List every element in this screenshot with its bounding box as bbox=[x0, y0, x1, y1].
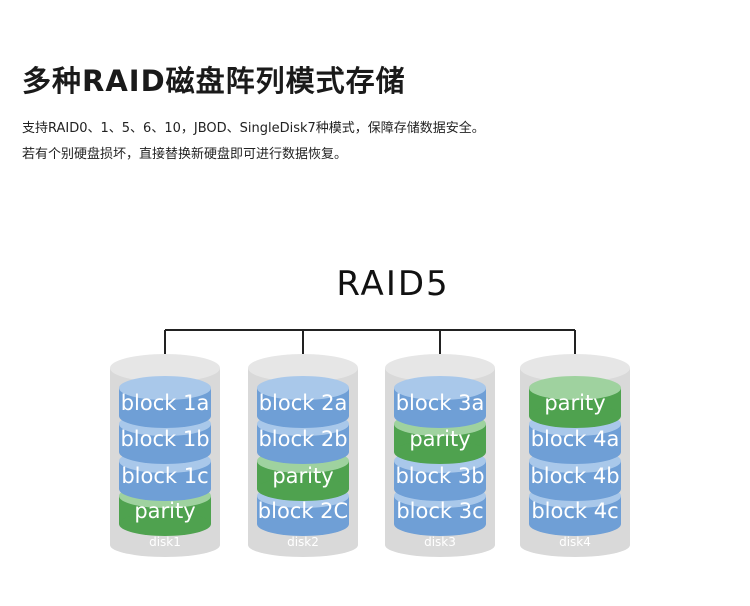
disk-shell-top bbox=[520, 354, 630, 382]
disk-label: disk4 bbox=[559, 535, 591, 549]
parity-block: parity bbox=[529, 376, 621, 428]
feature-description-line-2: 若有个别硬盘损坏，直接替换新硬盘即可进行数据恢复。 bbox=[22, 147, 348, 162]
block-label: block 1a bbox=[121, 391, 210, 415]
data-block: block 2a bbox=[257, 376, 349, 428]
disk-shell-base bbox=[520, 533, 630, 557]
page-title: 多种RAID磁盘阵列模式存储 bbox=[22, 64, 406, 98]
block-bottom bbox=[529, 512, 621, 536]
disk-2: block 2C parity block 2b block 2a disk2 bbox=[248, 354, 358, 557]
data-block: block 3a bbox=[394, 376, 486, 428]
disk-shell-top bbox=[110, 354, 220, 382]
block-bottom bbox=[119, 477, 211, 501]
block-label: block 4b bbox=[530, 464, 619, 488]
block-top bbox=[394, 376, 486, 400]
block-bottom bbox=[119, 512, 211, 536]
data-block: block 2b bbox=[257, 412, 349, 464]
block-bottom bbox=[257, 477, 349, 501]
parity-block: parity bbox=[394, 412, 486, 464]
block-label: parity bbox=[272, 464, 333, 488]
disk-shell-top bbox=[248, 354, 358, 382]
block-label: block 1b bbox=[120, 427, 209, 451]
data-block: block 3b bbox=[394, 449, 486, 501]
block-label: block 4a bbox=[531, 427, 620, 451]
block-bottom bbox=[394, 404, 486, 428]
disk-shell-base bbox=[385, 533, 495, 557]
disk-shell-base bbox=[110, 533, 220, 557]
block-bottom bbox=[529, 404, 621, 428]
block-label: block 3b bbox=[395, 464, 484, 488]
disk-3: block 3c block 3b parity block 3a disk3 bbox=[385, 354, 495, 557]
disk-label: disk2 bbox=[287, 535, 319, 549]
data-block: block 1a bbox=[119, 376, 211, 428]
block-bottom bbox=[529, 440, 621, 464]
block-label: parity bbox=[134, 499, 195, 523]
block-bottom bbox=[257, 404, 349, 428]
disk-shell-base bbox=[248, 533, 358, 557]
block-top bbox=[257, 376, 349, 400]
feature-description-line-1: 支持RAID0、1、5、6、10，JBOD、SingleDisk7种模式，保障存… bbox=[22, 121, 485, 136]
block-bottom bbox=[119, 404, 211, 428]
block-bottom bbox=[394, 440, 486, 464]
block-bottom bbox=[394, 477, 486, 501]
block-label: block 2b bbox=[258, 427, 347, 451]
disk-label: disk1 bbox=[149, 535, 181, 549]
disk-1: parity block 1c block 1b block 1a disk1 bbox=[110, 354, 220, 557]
block-bottom bbox=[257, 440, 349, 464]
disk-4: block 4c block 4b block 4a parity disk4 bbox=[520, 354, 630, 557]
block-bottom bbox=[394, 512, 486, 536]
block-label: parity bbox=[544, 391, 605, 415]
block-label: block 3c bbox=[396, 499, 483, 523]
block-label: block 3a bbox=[396, 391, 485, 415]
block-label: parity bbox=[409, 427, 470, 451]
block-top bbox=[119, 376, 211, 400]
block-bottom bbox=[529, 477, 621, 501]
block-top bbox=[529, 376, 621, 400]
diagram-title: RAID5 bbox=[336, 264, 449, 304]
connector-lines bbox=[164, 329, 576, 375]
block-bottom bbox=[257, 512, 349, 536]
disk-shell-top bbox=[385, 354, 495, 382]
disk-label: disk3 bbox=[424, 535, 456, 549]
block-label: block 2C bbox=[258, 499, 348, 523]
block-label: block 4c bbox=[531, 499, 618, 523]
block-label: block 1c bbox=[121, 464, 208, 488]
disk-array: parity block 1c block 1b block 1a disk1 block… bbox=[110, 354, 630, 557]
block-bottom bbox=[119, 440, 211, 464]
block-label: block 2a bbox=[259, 391, 348, 415]
raid5-diagram: RAID5 parity block 1c block 1b block 1a disk… bbox=[110, 264, 630, 557]
